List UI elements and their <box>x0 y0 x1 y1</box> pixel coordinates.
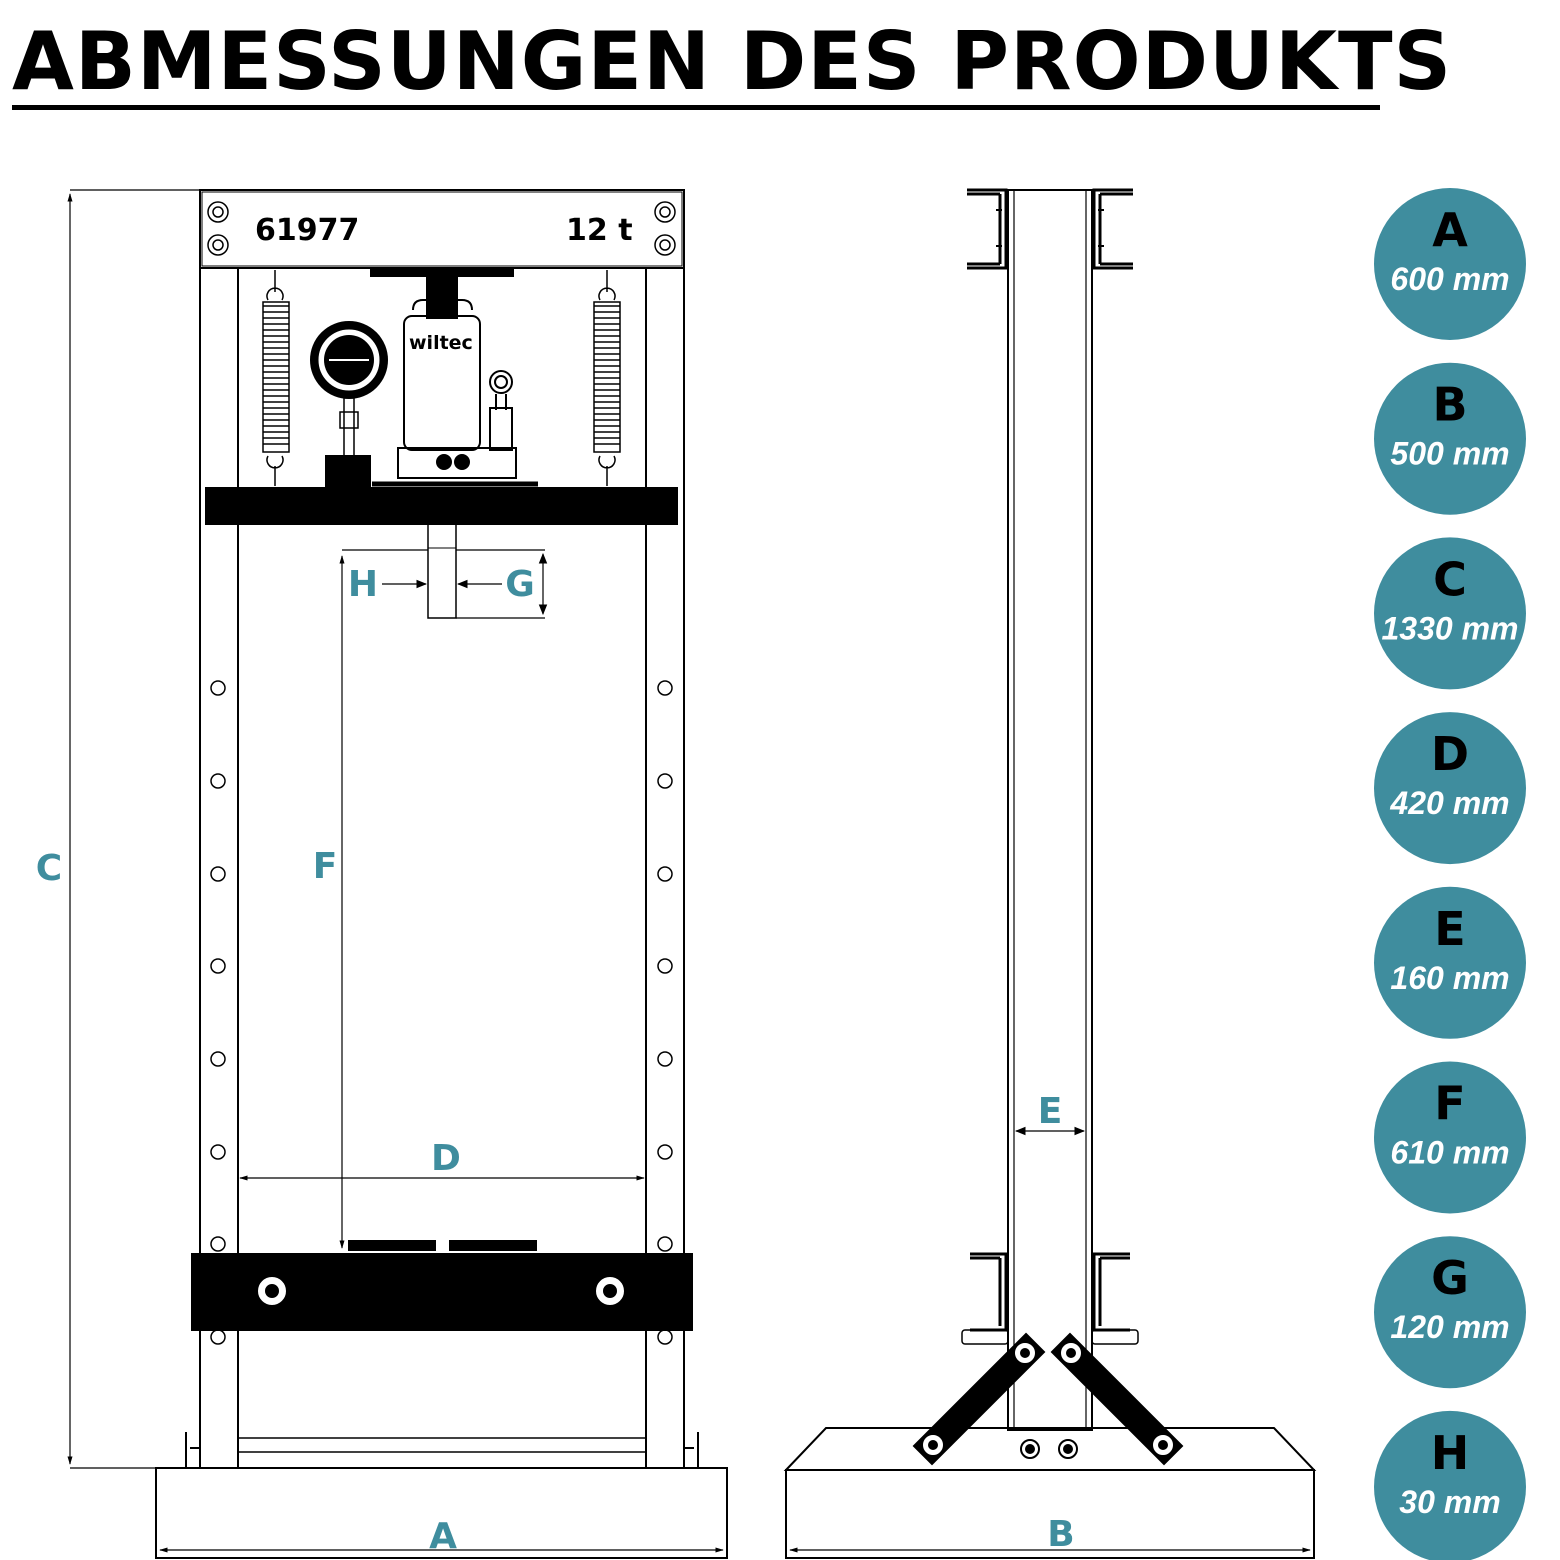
legend-badge-circle <box>1374 188 1526 340</box>
title-underline <box>12 105 1380 110</box>
legend-value: 120 mm <box>1390 1309 1509 1345</box>
legend-letter: E <box>1434 902 1465 956</box>
dimension-lines-front <box>67 189 724 1553</box>
legend-badge-circle <box>1374 537 1526 690</box>
legend-letter: C <box>1433 552 1467 606</box>
capacity-label: 12 t <box>566 213 633 248</box>
legend-badge-a: A 600 mm <box>1374 188 1526 340</box>
legend-letter: B <box>1432 378 1467 432</box>
upright-holes <box>210 680 673 1345</box>
dimension-letter-d: D <box>431 1138 461 1179</box>
lower-bracket-right <box>1092 1252 1130 1332</box>
pressure-gauge-icon <box>310 321 388 487</box>
legend-badge-b: B 500 mm <box>1374 362 1526 515</box>
legend-badge-circle <box>1374 1410 1526 1560</box>
pressing-blocks <box>348 1240 436 1251</box>
legend-badge-circle <box>1374 362 1526 515</box>
dimension-letter-a: A <box>429 1516 457 1557</box>
right-spring <box>593 270 621 486</box>
dimension-letter-c: C <box>36 848 62 889</box>
dimension-letter-f: F <box>313 846 338 887</box>
legend-badge-d: D 420 mm <box>1374 712 1526 865</box>
moving-plate <box>205 487 678 525</box>
dimension-letter-b: B <box>1047 1514 1074 1555</box>
lower-crossbar <box>238 1437 646 1453</box>
legend-value: 1330 mm <box>1382 610 1519 646</box>
legend-badge-g: G 120 mm <box>1374 1236 1526 1389</box>
legend-value: 160 mm <box>1390 960 1509 996</box>
dimension-lines-side <box>789 1126 1311 1553</box>
legend-value: 500 mm <box>1390 436 1509 472</box>
left-spring <box>262 270 290 486</box>
legend-badge-c: C 1330 mm <box>1374 537 1526 690</box>
legend-value: 420 mm <box>1389 785 1509 821</box>
side-view <box>783 188 1317 1559</box>
legend-letter: G <box>1431 1251 1469 1305</box>
extension-g <box>456 549 545 619</box>
dimension-letters: A B C D E F G H <box>36 564 1075 1557</box>
legend-letter: F <box>1434 1077 1465 1131</box>
dimension-letter-e: E <box>1038 1091 1063 1132</box>
legend-letter: D <box>1431 727 1469 781</box>
dimension-legend: A 600 mm B 500 mm C 1330 mm D 420 mm E 160 mm F 610… <box>1374 188 1526 1560</box>
side-base <box>783 1427 1317 1471</box>
piston <box>427 523 457 619</box>
jack-brand-label: wiltec <box>409 332 473 354</box>
lower-bracket-left <box>970 1252 1008 1332</box>
legend-badge-circle <box>1374 886 1526 1039</box>
top-bracket-left <box>967 188 1008 270</box>
dimension-letter-h: H <box>348 564 378 605</box>
legend-badge-circle <box>1374 1061 1526 1214</box>
bottle-jack-icon <box>370 267 538 487</box>
front-view <box>155 189 728 1559</box>
legend-badge-f: F 610 mm <box>1374 1061 1526 1214</box>
top-bracket-right <box>1092 188 1133 270</box>
diagonal-braces <box>912 1332 1184 1466</box>
legend-badge-h: H 30 mm <box>1374 1410 1526 1560</box>
legend-badge-e: E 160 mm <box>1374 886 1526 1039</box>
legend-letter: A <box>1432 203 1468 257</box>
model-number: 61977 <box>255 213 359 248</box>
legend-letter: H <box>1431 1426 1470 1480</box>
legend-badge-circle <box>1374 712 1526 865</box>
legend-value: 600 mm <box>1390 261 1509 297</box>
legend-value: 610 mm <box>1390 1135 1509 1171</box>
dimension-letter-g: G <box>505 564 535 605</box>
legend-value: 30 mm <box>1399 1484 1500 1520</box>
front-foot <box>155 1467 728 1559</box>
side-column-outer <box>1007 189 1093 1431</box>
page-title: ABMESSUNGEN DES PRODUKTS <box>12 15 1453 108</box>
top-plate-bolts <box>207 201 676 256</box>
legend-badge-circle <box>1374 1236 1526 1389</box>
